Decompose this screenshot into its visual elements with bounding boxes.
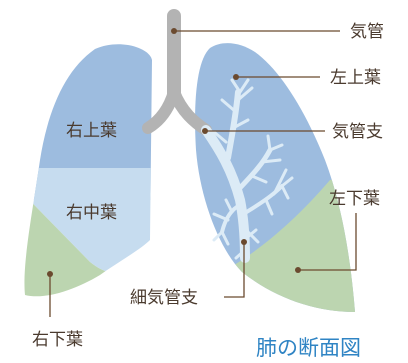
left-upper-lobe-label: 左上葉: [330, 68, 381, 88]
bronchiole-leader: [224, 242, 245, 298]
right-lower-lobe-label: 右下葉: [32, 330, 83, 350]
bronchus-label: 気管支: [332, 122, 383, 142]
right-middle-lobe-shape: [24, 168, 152, 275]
left-lower-lobe-label: 左下葉: [329, 189, 380, 209]
diagram-title: 肺の断面図: [256, 336, 361, 360]
trachea-label: 気管: [350, 22, 384, 42]
leader-lines: [49, 30, 357, 317]
right-lung: [24, 44, 152, 297]
leader-dots: [47, 28, 301, 277]
left-lower-lobe-leader: [298, 213, 357, 271]
right-middle-lobe-label: 右中葉: [66, 203, 117, 223]
left-lung: [195, 43, 355, 313]
left-upper-lobe-shape: [195, 43, 355, 313]
right-upper-lobe-label: 右上葉: [66, 121, 117, 141]
bronchiole-label: 細気管支: [130, 288, 198, 308]
